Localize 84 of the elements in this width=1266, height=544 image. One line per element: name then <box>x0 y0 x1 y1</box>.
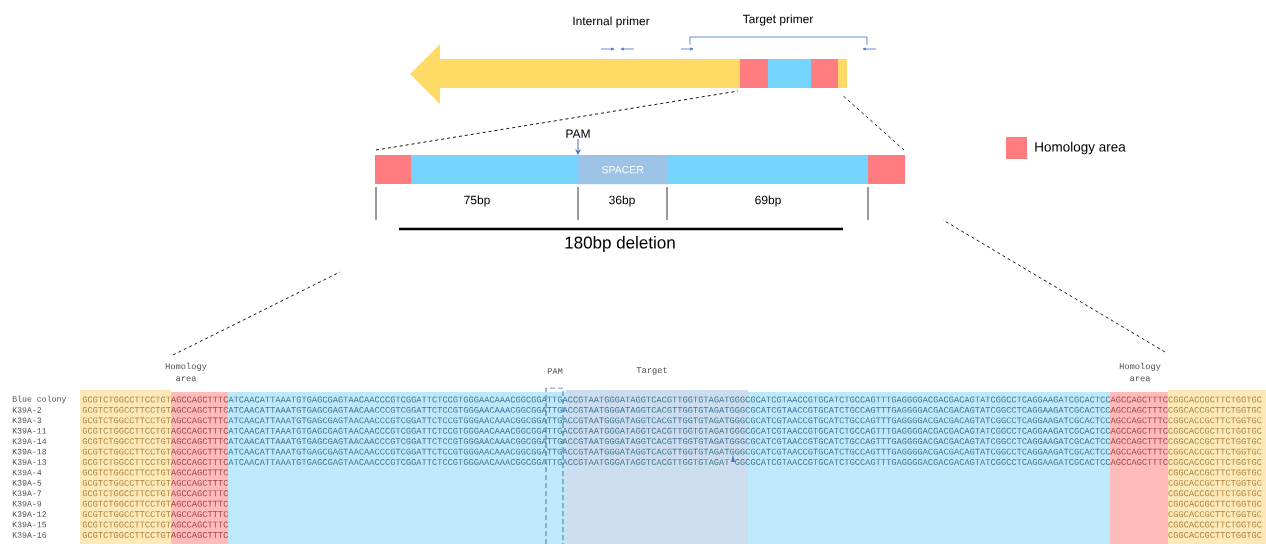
primer-label: Internal primer <box>573 16 650 28</box>
sequence-text: CGGCACCGCTTCTGGTGC <box>1168 479 1262 486</box>
legend-label: Homology area <box>1035 141 1126 155</box>
sequence-text: CGGCACCGCTTCTGGTGC <box>1168 511 1262 518</box>
sequence-text: GCGTCTGGCCTTCCTGT <box>82 459 171 465</box>
sample-name: K39A-2 <box>12 407 42 413</box>
sequence-text: ATCAACATTAAATGTGAGCGAGTAACAACCCGTCGGATTCTCCGTGGGAACAAACGGCGGATTGACCGTAATGGGATAGGTCACGTTGGTGTAGATGGGCGCATCGTAACCGTGCATCTGCCAGTTTGAGGGGACGACGACAGTATCGGCCTCAGGAAGATCGCACTCC <box>228 438 1111 445</box>
sequence-text: GCGTCTGGCCTTCCTGT <box>82 490 171 497</box>
sequence-text: ATCAACATTAAATGTGAGCGAGTAACAACCCGTCGGATTCTCCGTGGGAACAAACGGCGGATTGACCGTAATGGGATAGGTCACGTTGGTGTAGATGGGCGCATCGTAACCGTGCATCTGCCAGTTTGAGGGGACGACGACAGTATCGGCCTCAGGAAGATCGCACTCC <box>228 406 1111 413</box>
sequence-text: AGCCAGCTTTC <box>170 521 228 528</box>
region-label: Homology area <box>1119 362 1161 382</box>
sequence-text: GCGTCTGGCCTTCCTGT <box>82 396 171 403</box>
length-label: 75bp <box>464 195 490 207</box>
sequence-text: CGGCACCGCTTCTGGTGC <box>1168 438 1262 445</box>
region-label: Homology area <box>165 362 207 382</box>
length-label: 36bp <box>609 195 635 207</box>
sequence-text: CGGCACCGCTTCTGGTGC <box>1168 500 1262 507</box>
sequence-text: ATCAACATTAAATGTGAGCGAGTAACAACCCGTCGGATTCTCCGTGGGAACAAACGGCGGATTGACCGTAATGGGATAGGTCACGTTGGTGTAGATGGGCGCATCGTAACCGTGCATCTGCCAGTTTGAGGGGACGACGACAGTATCGGCCTCAGGAAGATCGCACTCC <box>228 417 1111 424</box>
sample-name: K39A-9 <box>12 500 42 507</box>
sequence-text: CGGCACCGCTTCTGGTGC <box>1168 417 1262 424</box>
sequence-text: AGCCAGCTTTC <box>1110 396 1168 403</box>
sequence-text: AGCCAGCTTTC <box>1110 417 1168 424</box>
sample-name: K39A-18 <box>12 448 47 455</box>
pam-label: PAM <box>566 129 590 138</box>
sequence-text: AGCCAGCTTTC <box>170 406 228 413</box>
sequence-text: GCGTCTGGCCTTCCTGT <box>82 438 171 445</box>
sample-name: K39A-16 <box>12 532 47 538</box>
sequence-text: ATCAACATTAAATGTGAGCGAGTAACAACCCGTCGGATTCTCCGTGGGAACAAACGGCGGATTGACCGTAATGGGATAGGTCACGTTGGTGTAGAT GGCGCATCGTAACCGTGCATCTGCCAGTTTGAGGGGACGACGACAGTATCGGCCTCAGGAAGATCGCACTCC <box>228 459 1111 465</box>
primer-label: Target primer <box>742 14 814 26</box>
sample-name: K39A-15 <box>12 521 47 528</box>
sequence-text: GCGTCTGGCCTTCCTGT <box>82 427 171 434</box>
sequence-text: ATCAACATTAAATGTGAGCGAGTAACAACCCGTCGGATTCTCCGTGGGAACAAACGGCGGATTGACCGTAATGGGATAGGTCACGTTGGTGTAGATGGGCGCATCGTAACCGTGCATCTGCCAGTTTGAGGGGACGACGACAGTATCGGCCTCAGGAAGATCGCACTCC <box>228 427 1111 434</box>
sequence-text: AGCCAGCTTTC <box>1110 406 1168 413</box>
sequence-text: CGGCACCGCTTCTGGTGC <box>1168 427 1262 434</box>
sequence-text: AGCCAGCTTTC <box>170 490 228 497</box>
sequence-text: CGGCACCGCTTCTGGTGC <box>1168 521 1262 528</box>
sequence-text: AGCCAGCTTTC <box>170 427 228 434</box>
sequence-text: CGGCACCGCTTCTGGTGC <box>1168 396 1262 403</box>
sequence-text: AGCCAGCTTTC <box>170 438 228 445</box>
sequence-text: AGCCAGCTTTC <box>170 459 228 465</box>
sample-name: K39A-13 <box>12 459 47 465</box>
region-label: Target <box>636 367 667 375</box>
sequence-text: AGCCAGCTTTC <box>1110 427 1168 434</box>
sequence-text: AGCCAGCTTTC <box>1110 448 1168 455</box>
deletion-label: 180bp deletion <box>565 236 675 252</box>
sequence-text: AGCCAGCTTTC <box>170 448 228 455</box>
sequence-text: AGCCAGCTTTC <box>170 479 228 486</box>
sequence-text: GCGTCTGGCCTTCCTGT <box>82 479 171 486</box>
sequence-text: GCGTCTGGCCTTCCTGT <box>82 448 171 455</box>
sequence-text: AGCCAGCTTTC <box>170 469 228 476</box>
sample-name: K39A-7 <box>12 490 42 497</box>
sample-name: Blue colony <box>12 395 67 404</box>
region-label: PAM <box>547 368 563 374</box>
sequence-text: GCGTCTGGCCTTCCTGT <box>82 521 171 528</box>
sequence-text: AGCCAGCTTTC <box>170 396 228 403</box>
sequence-text: GCGTCTGGCCTTCCTGT <box>82 417 171 424</box>
sequence-text: CGGCACCGCTTCTGGTGC <box>1168 490 1262 497</box>
sample-name: K39A-11 <box>12 428 47 434</box>
sequence-text: GCGTCTGGCCTTCCTGT <box>82 500 171 507</box>
sequence-text: CGGCACCGCTTCTGGTGC <box>1168 406 1262 413</box>
sequence-text: ATCAACATTAAATGTGAGCGAGTAACAACCCGTCGGATTCTCCGTGGGAACAAACGGCGGATTGACCGTAATGGGATAGGTCACGTTGGTGTAGATGGGCGCATCGTAACCGTGCATCTGCCAGTTTGAGGGGACGACGACAGTATCGGCCTCAGGAAGATCGCACTCC <box>228 448 1111 455</box>
sample-name: K39A-5 <box>12 480 42 486</box>
sample-name: K39A-4 <box>12 469 42 476</box>
sequence-text: ATCAACATTAAATGTGAGCGAGTAACAACCCGTCGGATTCTCCGTGGGAACAAACGGCGGATTGACCGTAATGGGATAGGTCACGTTGGTGTAGATGGGCGCATCGTAACCGTGCATCTGCCAGTTTGAGGGGACGACGACAGTATCGGCCTCAGGAAGATCGCACTCC <box>228 396 1111 403</box>
arrow <box>575 138 581 155</box>
sequence-text: GCGTCTGGCCTTCCTGT <box>82 469 171 476</box>
sequence-text: CGGCACCGCTTCTGGTGC <box>1168 459 1262 465</box>
sequence-text: GCGTCTGGCCTTCCTGT <box>82 406 171 413</box>
sequence-text: GCGTCTGGCCTTCCTGT <box>82 532 171 538</box>
sample-name: K39A-12 <box>12 511 47 517</box>
sequence-text: AGCCAGCTTTC <box>1110 459 1168 465</box>
spacer-box: SPACER <box>578 155 668 185</box>
sequence-text: AGCCAGCTTTC <box>170 532 228 538</box>
sequence-text: CGGCACCGCTTCTGGTGC <box>1168 532 1262 538</box>
sample-name: K39A-3 <box>12 417 42 424</box>
sequence-text: AGCCAGCTTTC <box>170 511 228 518</box>
sequence-text: CGGCACCGCTTCTGGTGC <box>1168 448 1262 455</box>
sequence-text: GCGTCTGGCCTTCCTGT <box>82 511 171 518</box>
sample-name: K39A-14 <box>12 438 47 444</box>
sequence-text: AGCCAGCTTTC <box>1110 438 1168 445</box>
sequence-text: AGCCAGCTTTC <box>170 417 228 424</box>
length-label: 69bp <box>755 195 781 207</box>
sequence-text: AGCCAGCTTTC <box>170 500 228 507</box>
sequence-text: CGGCACCGCTTCTGGTGC <box>1168 469 1262 476</box>
